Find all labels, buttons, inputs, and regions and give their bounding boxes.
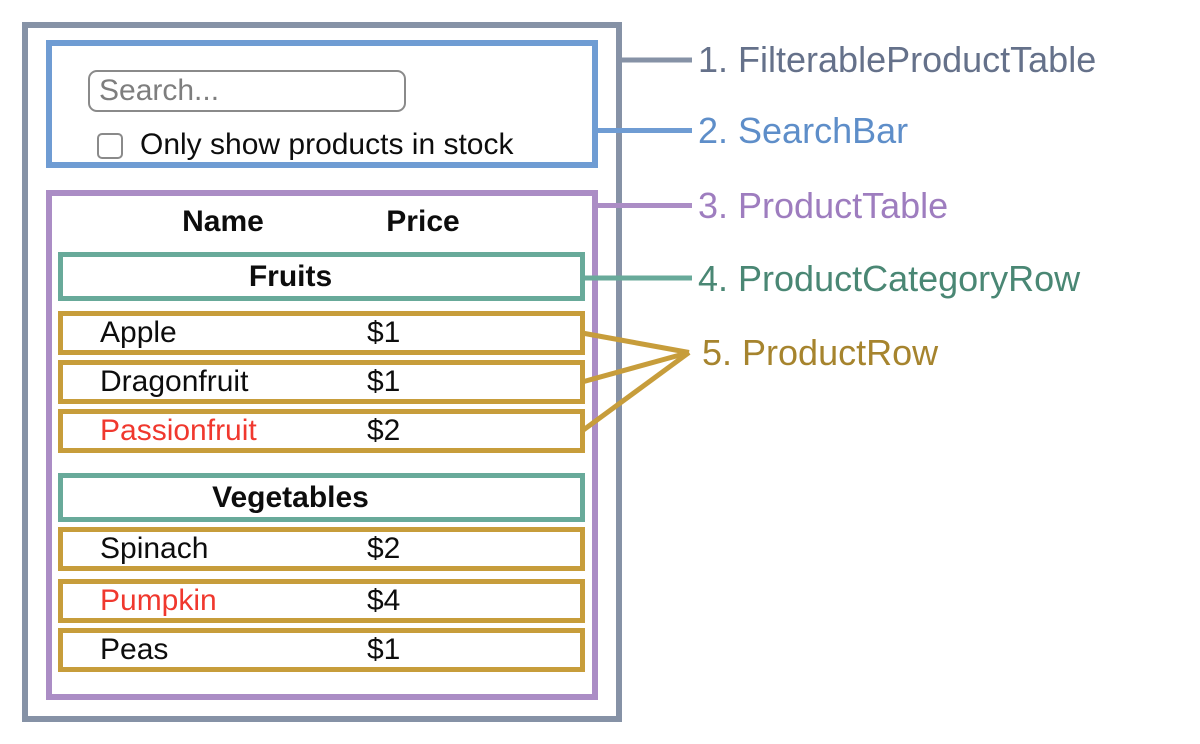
- product-name: Spinach: [100, 532, 209, 565]
- product-row-passionfruit: Passionfruit $2: [58, 409, 585, 453]
- legend-search-bar: 2. SearchBar: [698, 110, 909, 151]
- product-row-pumpkin: Pumpkin $4: [58, 579, 585, 623]
- product-price: $2: [367, 532, 401, 565]
- legend-product-table: 3. ProductTable: [698, 185, 949, 226]
- product-name: Peas: [100, 633, 169, 666]
- legend-filterable-product-table: 1. FilterableProductTable: [698, 39, 1097, 80]
- product-price: $4: [367, 584, 401, 617]
- product-price: $1: [367, 316, 401, 349]
- column-header-price: Price: [386, 205, 460, 238]
- product-row-apple: Apple $1: [58, 311, 585, 355]
- product-row-peas: Peas $1: [58, 628, 585, 672]
- product-price: $1: [367, 633, 401, 666]
- in-stock-checkbox[interactable]: [97, 133, 123, 159]
- in-stock-checkbox-label: Only show products in stock: [140, 128, 514, 161]
- product-row-dragonfruit: Dragonfruit $1: [58, 360, 585, 404]
- category-row-vegetables: Vegetables: [58, 473, 585, 522]
- product-row-spinach: Spinach $2: [58, 527, 585, 571]
- product-name-out-of-stock: Pumpkin: [100, 584, 217, 617]
- column-header-name: Name: [182, 205, 264, 238]
- product-name: Dragonfruit: [100, 365, 249, 398]
- category-row-fruits: Fruits: [58, 252, 585, 301]
- product-name: Apple: [100, 316, 177, 349]
- product-price: $2: [367, 414, 401, 447]
- product-price: $1: [367, 365, 401, 398]
- product-name-out-of-stock: Passionfruit: [100, 414, 257, 447]
- search-input[interactable]: [88, 70, 406, 112]
- legend-product-row: 5. ProductRow: [702, 332, 939, 373]
- legend-product-category-row: 4. ProductCategoryRow: [698, 258, 1081, 299]
